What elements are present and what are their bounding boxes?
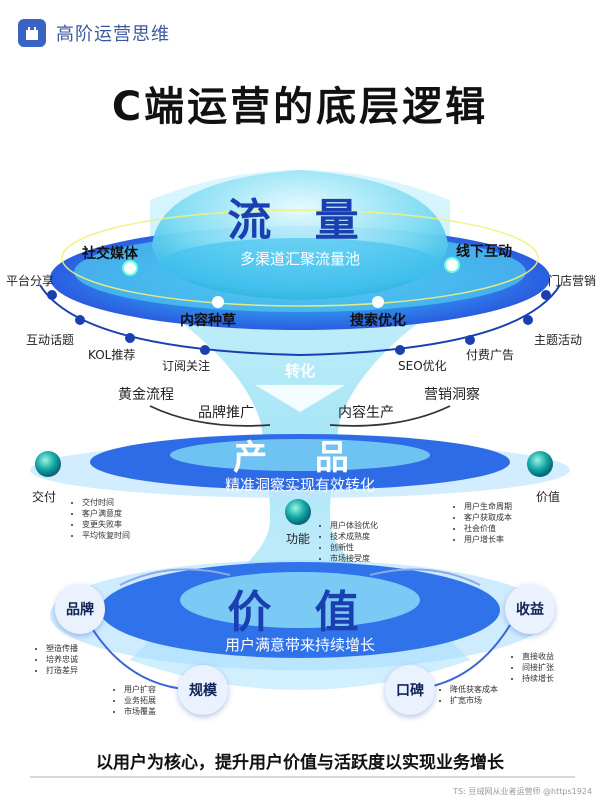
node-seo-opt: SEO优化 — [398, 359, 447, 373]
value-scale-list: 用户扩容 业务拓展 市场覆盖 — [114, 684, 156, 717]
conv-content-production: 内容生产 — [338, 405, 394, 421]
watermark: TS: 豆绒网从业者运营师 @https1924 — [453, 787, 592, 796]
list-item: 交付时间 — [82, 497, 130, 508]
value-title: 价 值 — [227, 587, 373, 638]
list-item: 持续增长 — [522, 673, 554, 684]
node-kol: KOL推荐 — [88, 348, 136, 362]
value-reputation-list: 降低获客成本 扩宽市场 — [440, 684, 498, 706]
list-item: 社会价值 — [464, 523, 512, 534]
value-brand-badge: 品牌 — [55, 584, 105, 634]
value-subtitle: 用户满意带来持续增长 — [224, 636, 375, 654]
list-item: 变更失败率 — [82, 519, 130, 530]
value-reputation-label: 口碑 — [396, 683, 424, 699]
product-delivery-label: 交付 — [32, 490, 57, 504]
list-item: 用户体验优化 — [330, 520, 378, 531]
product-function-label: 功能 — [286, 532, 311, 546]
product-subtitle: 精准洞察实现有效转化 — [224, 476, 375, 494]
traffic-title: 流 量 — [227, 195, 373, 246]
list-item: 技术成熟度 — [330, 531, 378, 542]
conversion-label: 转化 — [284, 362, 315, 380]
node-store-marketing: 门店营销 — [548, 274, 597, 288]
list-item: 直接收益 — [522, 651, 554, 662]
product-function-list: 用户体验优化 技术成熟度 创新性 市场接受度 — [320, 520, 378, 564]
value-revenue-label: 收益 — [516, 602, 544, 618]
footer-slogan: 以用户为核心，提升用户价值与活跃度以实现业务增长 — [96, 753, 504, 773]
list-item: 间接扩张 — [522, 662, 554, 673]
value-scale-label: 规模 — [189, 683, 217, 699]
product-value-list: 用户生命周期 客户获取成本 社会价值 用户增长率 — [454, 501, 512, 545]
node-social-media: 社交媒体 — [82, 246, 138, 262]
node-paid-ads: 付费广告 — [466, 348, 515, 362]
value-brand-list: 塑造传播 培养忠诚 打造差异 — [36, 643, 78, 676]
list-item: 塑造传播 — [46, 643, 78, 654]
list-item: 业务拓展 — [124, 695, 156, 706]
footer-divider — [30, 776, 575, 778]
list-item: 用户生命周期 — [464, 501, 512, 512]
list-item: 降低获客成本 — [450, 684, 498, 695]
list-item: 用户扩容 — [124, 684, 156, 695]
list-item: 用户增长率 — [464, 534, 512, 545]
conv-marketing-insight: 营销洞察 — [424, 387, 480, 403]
value-revenue-badge: 收益 — [505, 584, 555, 634]
list-item: 客户满意度 — [82, 508, 130, 519]
conv-brand-promo: 品牌推广 — [198, 405, 254, 421]
list-item: 创新性 — [330, 542, 378, 553]
list-item: 客户获取成本 — [464, 512, 512, 523]
traffic-subtitle: 多渠道汇聚流量池 — [239, 250, 360, 268]
node-platform-share: 平台分享 — [6, 274, 55, 288]
list-item: 平均恢复时间 — [82, 530, 130, 541]
list-item: 培养忠诚 — [46, 654, 78, 665]
list-item: 扩宽市场 — [450, 695, 498, 706]
conv-golden-flow: 黄金流程 — [118, 387, 174, 403]
node-content-seeding: 内容种草 — [180, 313, 236, 329]
node-theme-event: 主题活动 — [534, 333, 583, 347]
node-offline: 线下互动 — [456, 244, 512, 260]
node-subscribe: 订阅关注 — [162, 359, 211, 373]
product-title: 产 品 — [233, 438, 367, 478]
value-reputation-badge: 口碑 — [385, 665, 435, 715]
list-item: 市场覆盖 — [124, 706, 156, 717]
value-revenue-list: 直接收益 间接扩张 持续增长 — [512, 651, 554, 684]
product-value-label: 价值 — [536, 490, 561, 504]
value-scale-badge: 规模 — [178, 665, 228, 715]
page-title: C端运营的底层逻辑 — [111, 84, 489, 130]
header: 高阶运营思维 — [18, 18, 170, 48]
list-item: 打造差异 — [46, 665, 78, 676]
brand-name: 高阶运营思维 — [56, 24, 170, 45]
castle-icon — [18, 19, 46, 47]
value-brand-label: 品牌 — [66, 602, 94, 618]
product-delivery-list: 交付时间 客户满意度 变更失败率 平均恢复时间 — [72, 497, 130, 541]
node-seo: 搜索优化 — [350, 313, 406, 329]
list-item: 市场接受度 — [330, 553, 378, 564]
node-topic: 互动话题 — [26, 333, 75, 347]
